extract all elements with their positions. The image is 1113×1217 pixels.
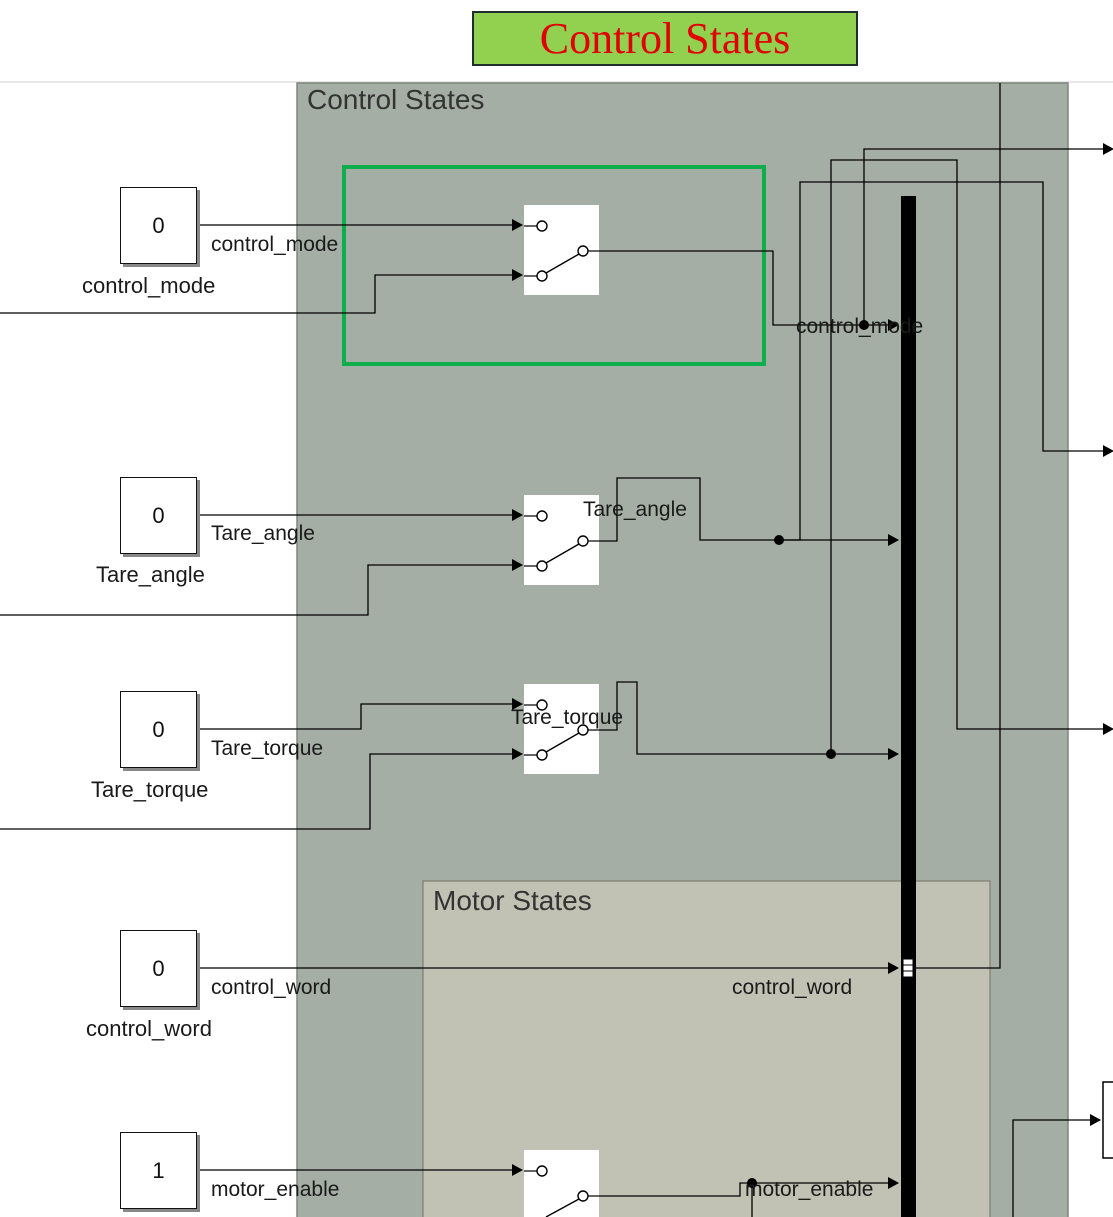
highlight-box [342,165,766,366]
signal-label-motor-enable: motor_enable [211,1178,340,1201]
branch-point [859,320,869,330]
block-name-tare-torque: Tare_torque [91,777,209,802]
signal-label-control-mode: control_mode [211,233,339,256]
block-name-tare-angle: Tare_angle [96,562,205,587]
block-name-control-word: control_word [86,1016,212,1041]
signal-label-control-word: control_word [211,976,332,999]
switch-block-tare-torque[interactable] [524,684,599,774]
motor-states-area-title: Motor States [433,885,592,916]
branch-point [774,535,784,545]
output-label-control-word: control_word [732,976,853,999]
output-label-motor-enable: motor_enable [745,1178,874,1201]
output-label-tare-torque: Tare_torque [511,706,624,729]
constant-block-motor-enable[interactable]: 1 [120,1132,197,1209]
bus-port-marker [902,958,914,978]
constant-block-control-word[interactable]: 0 [120,930,197,1007]
block-name-control-mode: control_mode [82,273,216,298]
control-states-banner: Control States [472,11,858,66]
signal-lines[interactable] [0,83,1113,1217]
output-label-tare-angle: Tare_angle [583,498,687,521]
constant-block-control-mode[interactable]: 0 [120,187,197,264]
bus-creator-block[interactable] [901,196,916,1217]
branch-point [826,749,836,759]
signal-label-tare-torque: Tare_torque [211,737,324,760]
output-block-partial[interactable] [1102,1081,1113,1159]
switch-block-motor-enable[interactable] [524,1150,599,1217]
motor-states-area[interactable] [422,880,991,1217]
signal-label-tare-angle: Tare_angle [211,522,315,545]
branch-point [747,1178,757,1188]
constant-block-tare-torque[interactable]: 0 [120,691,197,768]
switch-block-control-mode[interactable] [524,205,599,295]
constant-block-tare-angle[interactable]: 0 [120,477,197,554]
control-states-area-title: Control States [307,84,485,115]
output-label-control-mode: control_mode [796,315,924,338]
switch-block-tare-angle[interactable] [524,495,599,585]
